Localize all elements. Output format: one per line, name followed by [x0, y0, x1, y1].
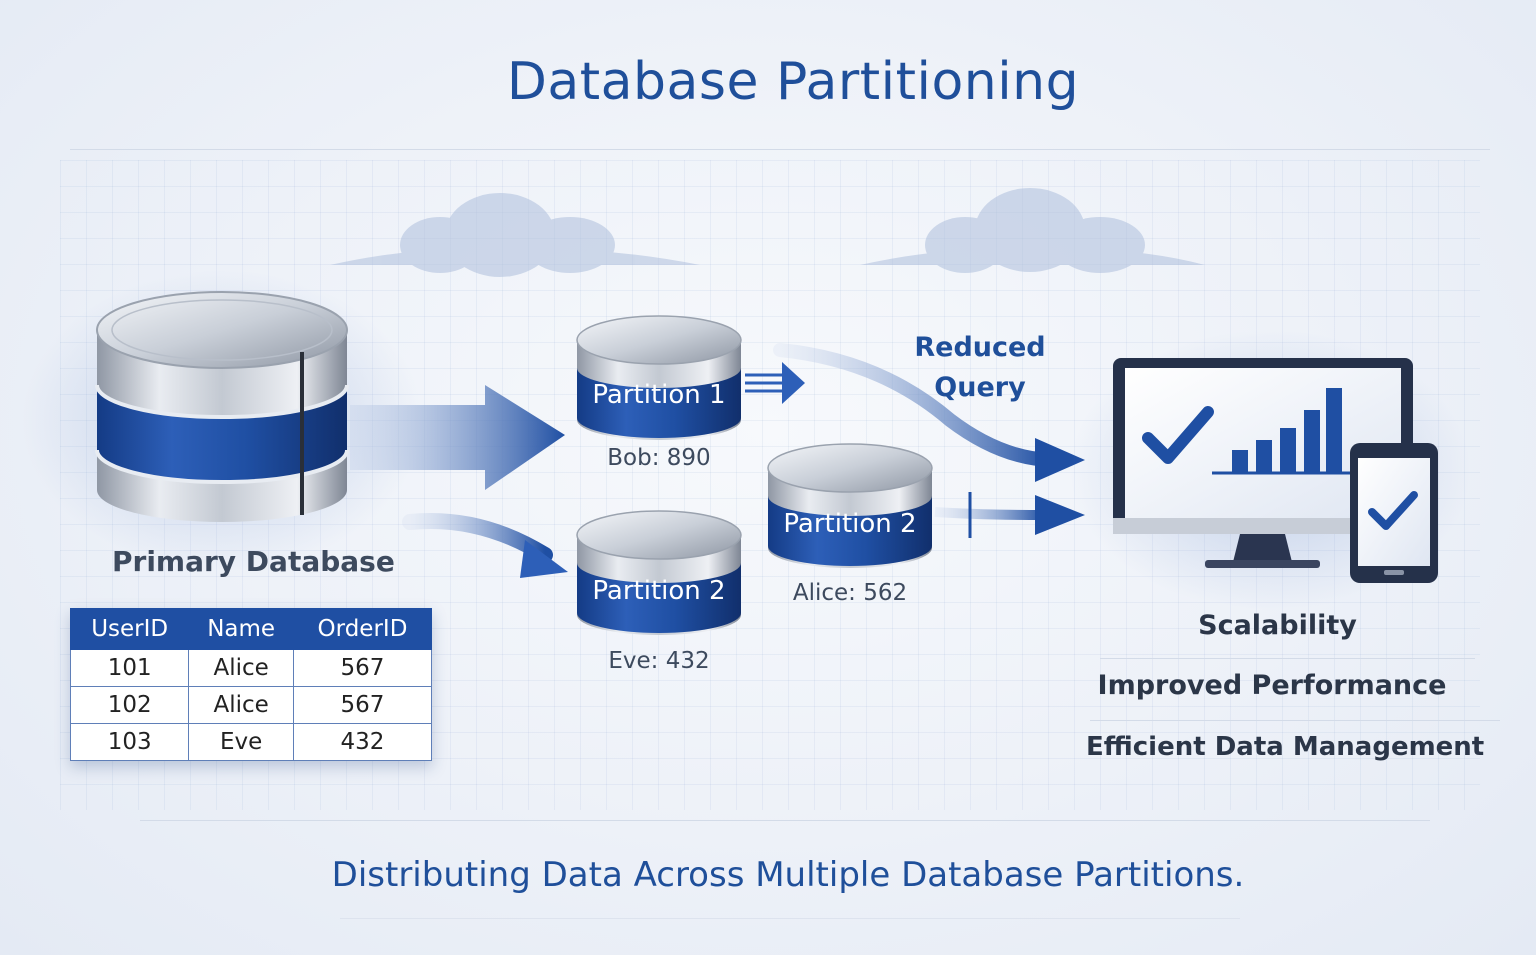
cloud-left-icon [330, 193, 700, 277]
bottom-divider [140, 820, 1430, 821]
table-cell: 432 [292, 723, 433, 761]
caption-underline [340, 918, 1240, 919]
benefit-divider [1090, 720, 1500, 721]
partition-1-value: Bob: 890 [607, 445, 711, 471]
partition-1-label: Partition 1 [592, 380, 726, 410]
table-row: 103 Eve 432 [69, 723, 433, 761]
partition-2-right-label: Partition 2 [783, 509, 917, 539]
partition-2-bottom-icon [576, 510, 742, 635]
table-row: 102 Alice 567 [69, 686, 433, 724]
benefit-scalability: Scalability [1198, 610, 1357, 641]
partition-2-right-icon [767, 443, 933, 568]
partition-2-bottom-label: Partition 2 [592, 576, 726, 606]
arrow-partition-2-out [934, 492, 1085, 538]
table-header-userid: UserID [69, 608, 190, 650]
primary-database-label: Primary Database [112, 545, 395, 578]
partition-2-bottom-value: Eve: 432 [608, 648, 710, 674]
table-row: 101 Alice 567 [69, 649, 433, 687]
table-cell: 102 [69, 686, 190, 724]
table-cell: Eve [188, 723, 294, 761]
table-cell: 101 [69, 649, 190, 687]
tablet-icon [1350, 443, 1438, 583]
arrow-reduced-query [773, 343, 1057, 467]
arrow-partition-1-out [745, 373, 785, 393]
partition-1-icon [576, 315, 742, 440]
checkmark-icon [1142, 406, 1214, 464]
table-cell: 567 [292, 686, 433, 724]
primary-database-icon [95, 291, 349, 522]
table-cell: 567 [292, 649, 433, 687]
benefit-efficient-data-management: Efficient Data Management [1086, 732, 1485, 762]
caption: Distributing Data Across Multiple Databa… [331, 855, 1245, 895]
table-cell: Alice [188, 649, 294, 687]
benefit-improved-performance: Improved Performance [1097, 670, 1447, 701]
top-divider [70, 149, 1490, 150]
user-orders-table: UserID Name OrderID 101 Alice 567 102 Al… [69, 608, 433, 761]
partition-2-right-value: Alice: 562 [792, 580, 908, 606]
cloud-right-icon [860, 188, 1205, 273]
bar-chart-icon [1212, 388, 1350, 475]
benefit-divider [1100, 658, 1475, 659]
table-header-row: UserID Name OrderID [69, 608, 433, 650]
table-header-orderid: OrderID [292, 608, 433, 650]
reduced-query-label: Reduced Query [914, 332, 1046, 403]
page-title: Database Partitioning [506, 52, 1080, 112]
table-cell: 103 [69, 723, 190, 761]
arrow-to-partition-1 [350, 385, 565, 490]
table-header-name: Name [188, 608, 294, 650]
table-cell: Alice [188, 686, 294, 724]
